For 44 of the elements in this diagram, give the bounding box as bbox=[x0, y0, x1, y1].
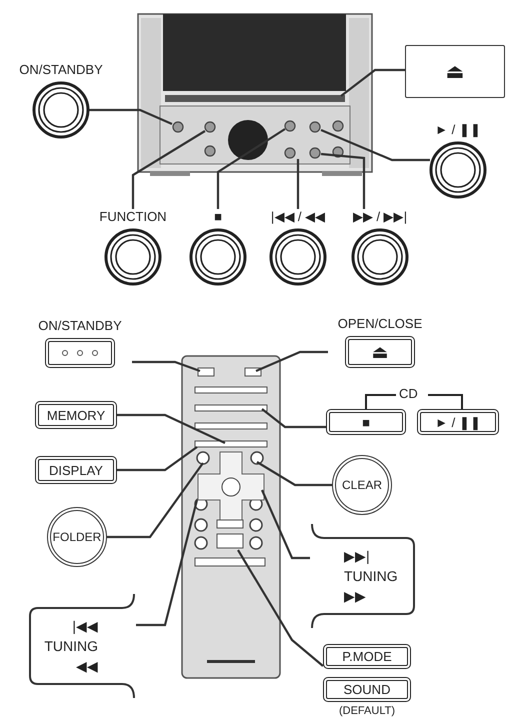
leader-line bbox=[340, 68, 405, 97]
key-label: TUNING bbox=[344, 567, 398, 586]
key-symbol: ▶▶ bbox=[344, 587, 366, 606]
button-label: ON/STANDBY bbox=[38, 318, 122, 334]
key-symbol: |◀◀ bbox=[72, 617, 98, 636]
leader-line bbox=[136, 500, 198, 626]
note-text: (DEFAULT) bbox=[338, 705, 396, 717]
button-label: FUNCTION bbox=[99, 209, 167, 225]
leader-line bbox=[261, 408, 326, 428]
leader-line bbox=[296, 159, 300, 209]
button-label: |◀◀ / ◀◀ bbox=[270, 209, 326, 225]
eject-key-callout: ⏏ bbox=[405, 45, 505, 98]
button-label: ON/STANDBY bbox=[19, 62, 103, 78]
leader-line bbox=[117, 414, 226, 444]
round-remote-key: CLEAR bbox=[332, 455, 392, 515]
round-remote-key: FOLDER bbox=[47, 507, 107, 567]
remote-key: MEMORY bbox=[35, 401, 117, 429]
remote-key: SOUND bbox=[323, 677, 411, 702]
remote-key: DISPLAY bbox=[35, 456, 117, 484]
key-symbol: ◀◀ bbox=[76, 657, 98, 676]
key-label: TUNING bbox=[44, 637, 98, 656]
button-label: ► / ❚❚ bbox=[435, 122, 481, 138]
remote-key: ⏏ bbox=[345, 336, 415, 368]
leader-line bbox=[256, 461, 332, 486]
leader-line bbox=[89, 108, 172, 125]
button-label: ■ bbox=[214, 209, 222, 225]
remote-key: ■ bbox=[326, 409, 406, 435]
group-label: CD bbox=[399, 386, 418, 402]
remote-key: P.MODE bbox=[323, 644, 411, 669]
tuning-panel bbox=[28, 594, 136, 698]
remote-key: ► / ❚❚ bbox=[417, 409, 499, 435]
leader-line bbox=[320, 128, 430, 162]
leader-line bbox=[132, 360, 200, 372]
button-label: OPEN/CLOSE bbox=[338, 316, 422, 332]
button-label: ▶▶ / ▶▶| bbox=[352, 209, 408, 225]
leader-line bbox=[256, 350, 328, 372]
key-symbol: ▶▶| bbox=[344, 547, 370, 566]
leader-line bbox=[107, 462, 204, 538]
leader-line bbox=[132, 130, 206, 209]
leader-line bbox=[320, 152, 366, 209]
leader-line bbox=[216, 128, 286, 209]
leader-line bbox=[117, 446, 198, 472]
tuning-panel bbox=[310, 524, 416, 628]
leader-line bbox=[261, 490, 310, 560]
